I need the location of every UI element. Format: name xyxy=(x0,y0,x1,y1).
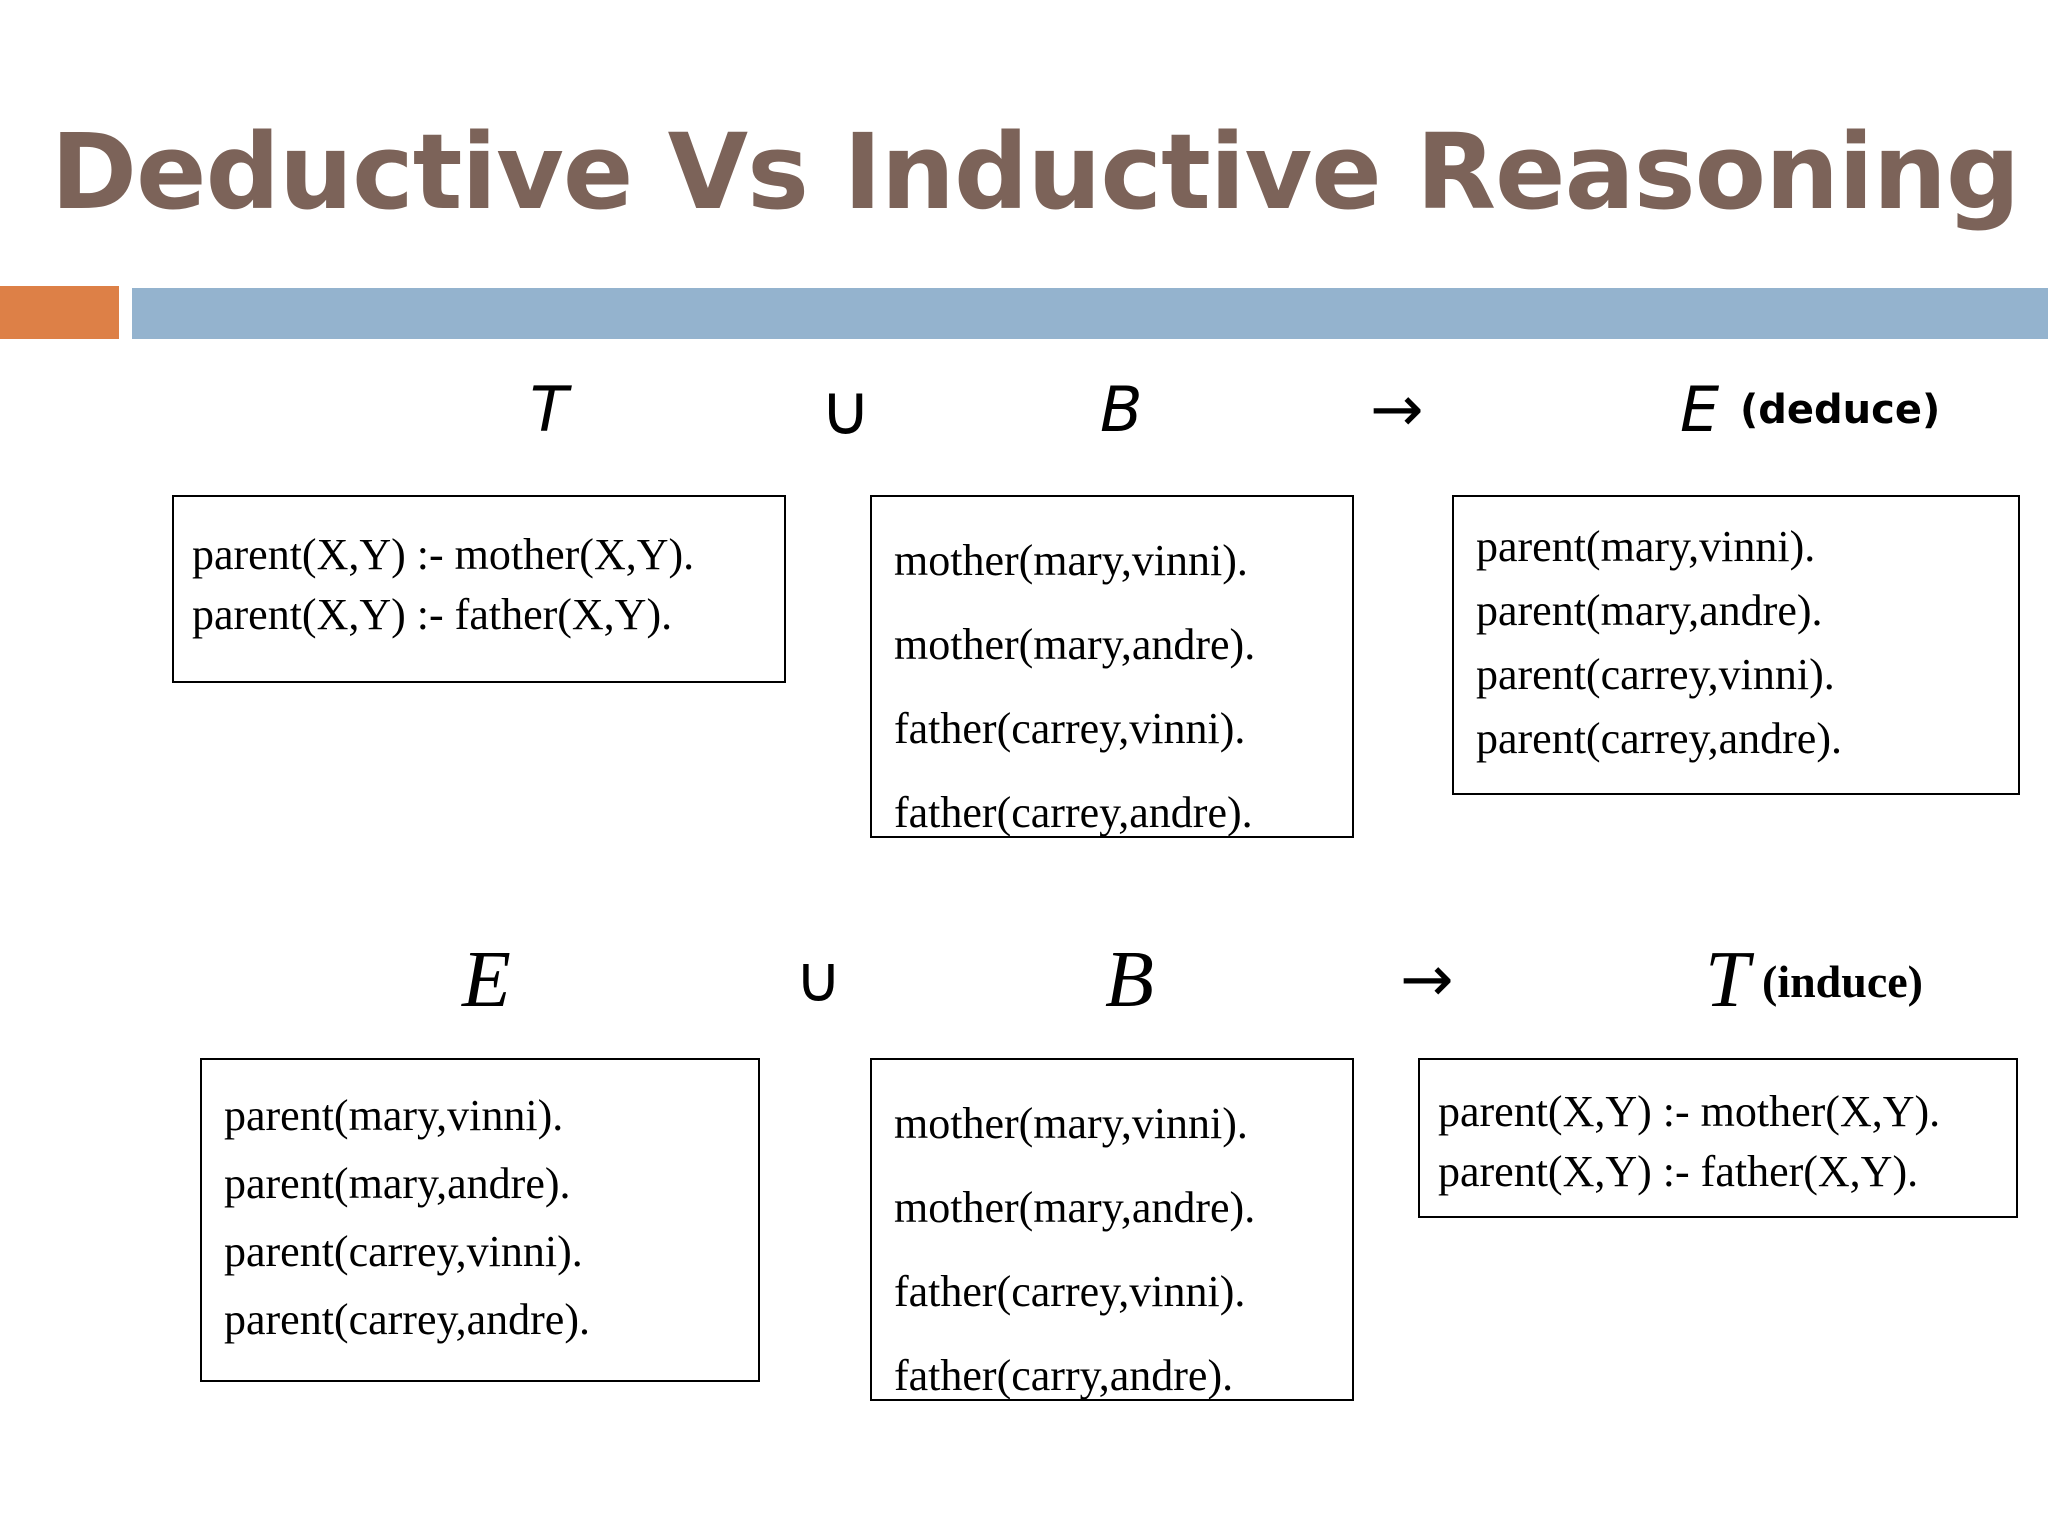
page-title: Deductive Vs Inductive Reasoning xyxy=(50,111,2021,233)
fact-line: parent(carrey,andre). xyxy=(1476,714,1842,763)
formula-symbol-examples: E xyxy=(1680,373,1720,446)
fact-line: parent(mary,vinni). xyxy=(1476,522,1816,571)
formula-symbol-background: B xyxy=(1105,936,1154,1024)
fact-line: parent(carrey,vinni). xyxy=(224,1227,583,1276)
formula-row-induce: E ∪ B → T (induce) xyxy=(0,930,2048,1030)
fact-line: parent(carrey,andre). xyxy=(224,1295,590,1344)
fact-line: mother(mary,andre). xyxy=(894,1183,1256,1232)
fact-line: parent(mary,vinni). xyxy=(224,1091,564,1140)
formula-tag-induce: (induce) xyxy=(1762,956,1923,1007)
fact-line: father(carrey,andre). xyxy=(894,788,1253,837)
fact-line: parent(mary,andre). xyxy=(224,1159,571,1208)
right-arrow-icon: → xyxy=(1400,943,1454,1017)
fact-line: father(carry,andre). xyxy=(894,1351,1234,1400)
theory-box-induce: parent(X,Y) :- mother(X,Y). parent(X,Y) … xyxy=(1418,1058,2018,1218)
theory-box-deduce: parent(X,Y) :- mother(X,Y). parent(X,Y) … xyxy=(172,495,786,683)
formula-symbol-background: B xyxy=(1100,373,1143,446)
fact-line: mother(mary,andre). xyxy=(894,620,1256,669)
formula-symbol-examples: E xyxy=(462,936,511,1024)
accent-bar-orange xyxy=(0,286,119,339)
accent-bar-blue xyxy=(132,288,2048,339)
union-operator-icon: ∪ xyxy=(795,943,842,1017)
formula-tag-deduce: (deduce) xyxy=(1740,387,1941,433)
background-box-induce: mother(mary,vinni). mother(mary,andre). … xyxy=(870,1058,1354,1401)
clause-line: parent(X,Y) :- mother(X,Y). xyxy=(192,530,695,579)
clause-line: parent(X,Y) :- mother(X,Y). xyxy=(1438,1087,1941,1136)
fact-line: father(carrey,vinni). xyxy=(894,1267,1246,1316)
clause-line: parent(X,Y) :- father(X,Y). xyxy=(1438,1147,1919,1196)
union-operator-icon: ∪ xyxy=(820,369,872,451)
fact-line: mother(mary,vinni). xyxy=(894,1099,1248,1148)
fact-line: parent(mary,andre). xyxy=(1476,586,1823,635)
examples-box-deduce: parent(mary,vinni). parent(mary,andre). … xyxy=(1452,495,2020,795)
examples-box-induce: parent(mary,vinni). parent(mary,andre). … xyxy=(200,1058,760,1382)
fact-line: father(carrey,vinni). xyxy=(894,704,1246,753)
fact-line: parent(carrey,vinni). xyxy=(1476,650,1835,699)
formula-row-deduce: T ∪ B → E (deduce) xyxy=(0,370,2048,450)
right-arrow-icon: → xyxy=(1370,373,1424,447)
formula-symbol-theory: T xyxy=(1705,936,1750,1024)
background-box-deduce: mother(mary,vinni). mother(mary,andre). … xyxy=(870,495,1354,838)
clause-line: parent(X,Y) :- father(X,Y). xyxy=(192,590,673,639)
fact-line: mother(mary,vinni). xyxy=(894,536,1248,585)
formula-symbol-theory: T xyxy=(530,373,568,446)
